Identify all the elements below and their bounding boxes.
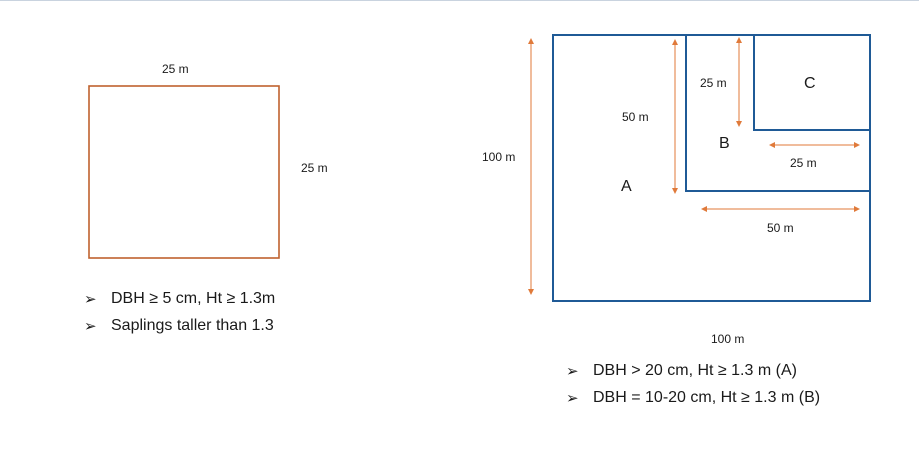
small-plot-height-label: 25 m [301, 161, 328, 175]
arrowhead-bullet-icon: ➢ [566, 390, 579, 407]
plot-c-label: C [804, 75, 816, 92]
b-width-label: 50 m [767, 221, 794, 235]
top-divider [0, 0, 919, 1]
b-height-label: 50 m [622, 110, 649, 124]
outer-height-label: 100 m [482, 150, 516, 164]
plot-a-outer-square [552, 34, 871, 302]
c-height-label: 25 m [700, 76, 727, 90]
plot-b-boundary [685, 35, 870, 192]
criteria-text: DBH ≥ 5 cm, Ht ≥ 1.3m [111, 290, 276, 307]
plot-b-label: B [719, 135, 730, 152]
criteria-text: Saplings taller than 1.3 [111, 317, 274, 334]
plot-a-label: A [621, 178, 632, 195]
list-item: ➢ DBH > 20 cm, Ht ≥ 1.3 m (A) [566, 362, 820, 380]
plot-c-boundary [753, 35, 870, 131]
nested-plot-criteria-list: ➢ DBH > 20 cm, Ht ≥ 1.3 m (A) ➢ DBH = 10… [566, 362, 820, 416]
small-plot-criteria-list: ➢ DBH ≥ 5 cm, Ht ≥ 1.3m ➢ Saplings talle… [84, 290, 275, 344]
small-plot-square [88, 85, 280, 259]
criteria-text: DBH = 10-20 cm, Ht ≥ 1.3 m (B) [593, 389, 821, 406]
c-width-label: 25 m [790, 156, 817, 170]
criteria-text: DBH > 20 cm, Ht ≥ 1.3 m (A) [593, 362, 797, 379]
arrowhead-bullet-icon: ➢ [84, 291, 97, 308]
arrowhead-bullet-icon: ➢ [84, 318, 97, 335]
small-plot-width-label: 25 m [162, 62, 189, 76]
list-item: ➢ DBH ≥ 5 cm, Ht ≥ 1.3m [84, 290, 275, 308]
list-item: ➢ DBH = 10-20 cm, Ht ≥ 1.3 m (B) [566, 389, 820, 407]
list-item: ➢ Saplings taller than 1.3 [84, 317, 275, 335]
outer-width-label: 100 m [711, 332, 745, 346]
arrowhead-bullet-icon: ➢ [566, 363, 579, 380]
